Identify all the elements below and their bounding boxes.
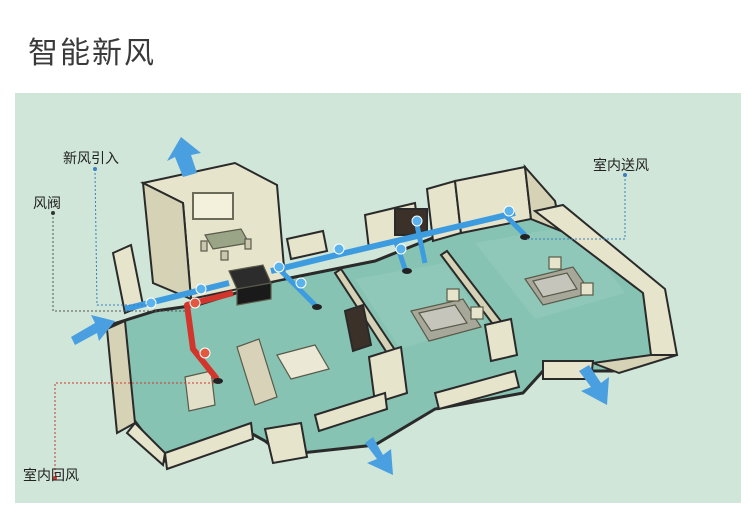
fresh-air-intake-label: 新风引入 — [63, 151, 119, 167]
furniture — [184, 228, 594, 412]
return-air-duct — [184, 290, 234, 384]
indoor-return-label: 室内回风 — [23, 468, 79, 484]
page-title: 智能新风 — [28, 36, 156, 71]
ventilation-diagram: 新风引入 风阀 室内送风 室内回风 — [15, 93, 741, 503]
supply-air-duct — [124, 205, 530, 312]
airflow-arrows — [71, 137, 609, 475]
indoor-supply-label: 室内送风 — [593, 158, 649, 174]
leader-lines — [51, 167, 627, 480]
air-valve-label: 风阀 — [33, 196, 61, 212]
